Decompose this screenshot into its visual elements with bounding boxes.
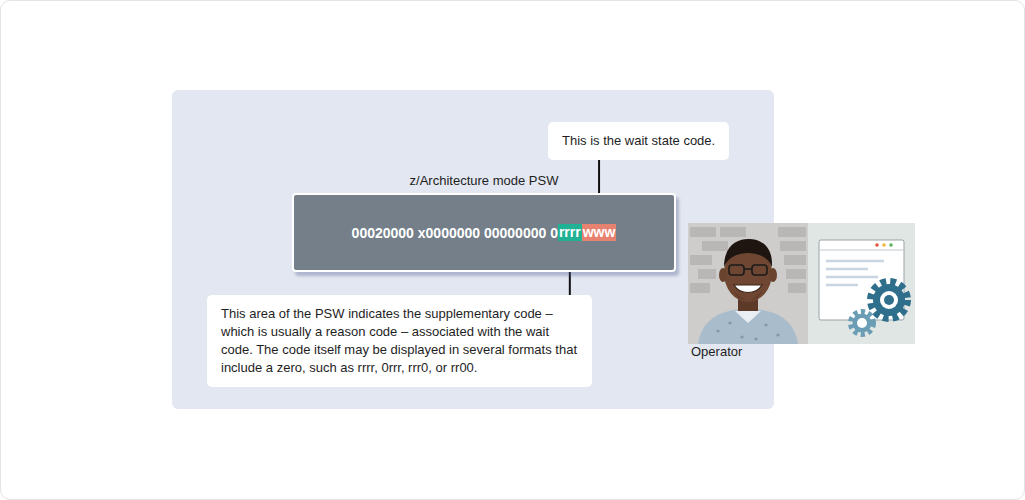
callout-box: This area of the PSW indicates the suppl…: [207, 295, 592, 387]
code-text: www: [583, 224, 616, 240]
operator-illustration: [688, 223, 915, 344]
psw-value-row: 00020000 x0000000 00000000 0rrrrwww: [352, 224, 617, 241]
person-label: Operator: [691, 344, 742, 359]
callout-box: This is the wait state code.: [548, 122, 729, 160]
psw-value: 00020000 x0000000 00000000 0: [352, 225, 558, 241]
box-heading: z/Architecture mode PSW: [254, 173, 714, 188]
operator-photo: [688, 223, 808, 344]
wait-code-highlight: www: [582, 224, 617, 241]
psw-box: z/Architecture mode PSW00020000 x0000000…: [292, 193, 676, 272]
callout-text: This is the wait state code.: [562, 133, 715, 149]
callout-text: This area of the PSW indicates the suppl…: [221, 305, 578, 377]
code-text: rrrr: [559, 224, 581, 240]
reason-code-highlight: rrrr: [558, 224, 582, 241]
gears-illustration: [808, 223, 915, 344]
